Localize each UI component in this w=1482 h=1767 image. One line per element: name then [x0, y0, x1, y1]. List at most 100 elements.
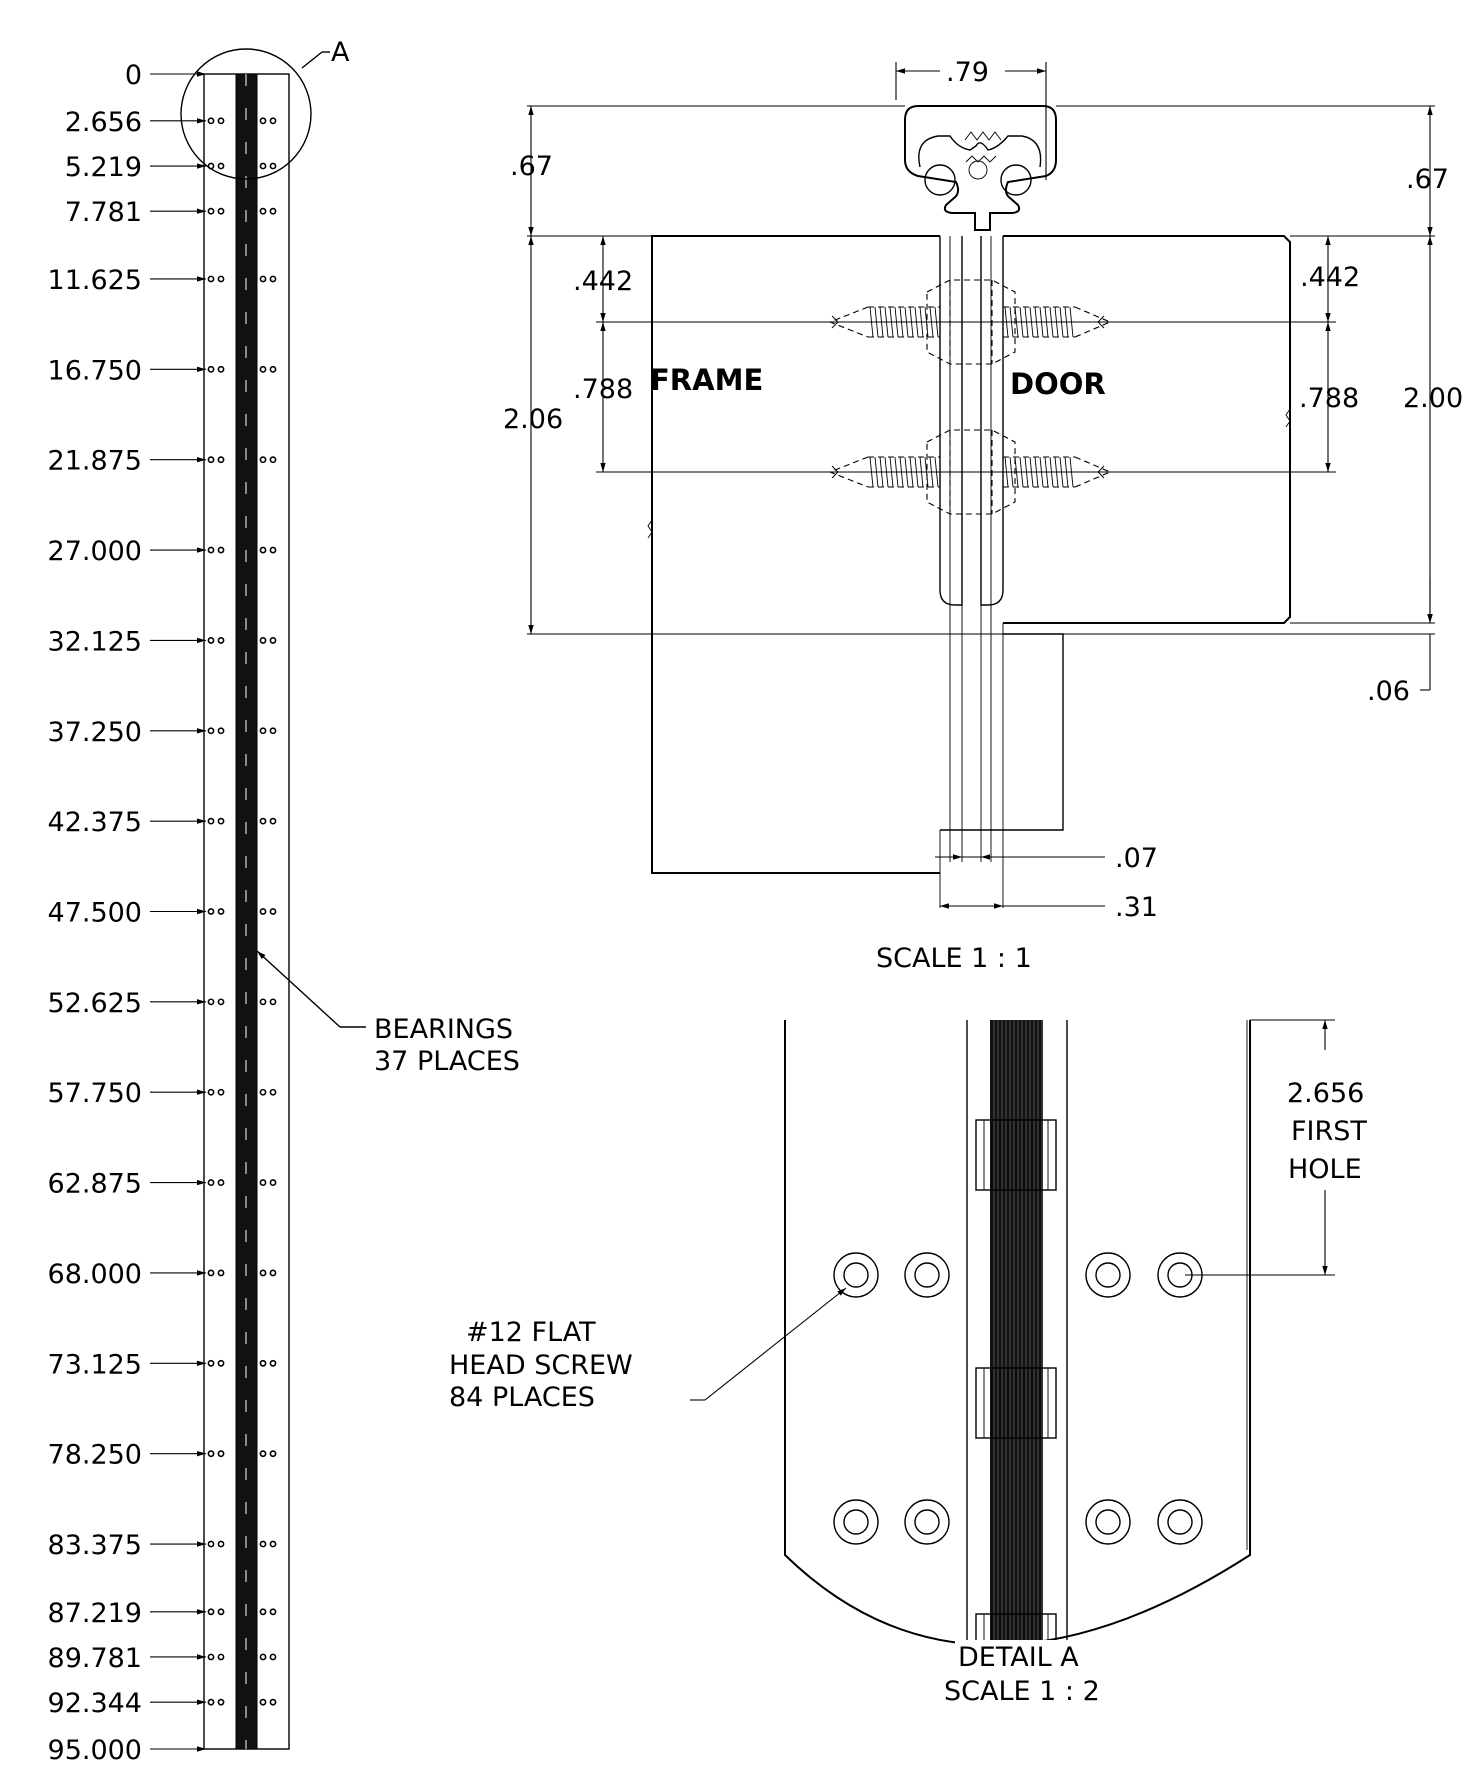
screw-hole [259, 1450, 267, 1458]
screw-hole [269, 207, 277, 215]
detail-title: DETAIL A [958, 1642, 1079, 1673]
screw-hole [207, 117, 215, 125]
station-label: 21.875 [48, 446, 142, 477]
screw-hole [207, 998, 215, 1006]
station-label: 42.375 [48, 807, 142, 838]
screw-hole [259, 1698, 267, 1706]
screw-hole [207, 1540, 215, 1548]
screw-hole [217, 546, 225, 554]
knuckle-profile [904, 105, 1057, 231]
detail-a-leader [301, 51, 323, 69]
bearings-count: 37 PLACES [374, 1046, 520, 1077]
screw-hole [259, 1269, 267, 1277]
screw-hole [269, 546, 277, 554]
detail-a-callout: A [331, 37, 350, 68]
bearing-leader [256, 950, 341, 1028]
bearings-label: BEARINGS [374, 1014, 513, 1045]
dim-200-value: 2.00 [1403, 383, 1463, 414]
screw-hole [217, 275, 225, 283]
screw-hole [259, 908, 267, 915]
station-label: 92.344 [48, 1688, 142, 1719]
screw-hole [259, 727, 267, 735]
bearing-texture [983, 1120, 1049, 1644]
station-dimensions: 02.6565.2197.78111.62516.75021.87527.000… [48, 60, 206, 1766]
screw-hole [259, 456, 267, 464]
screw-hole [207, 908, 215, 915]
hinge-elevation-view: 02.6565.2197.78111.62516.75021.87527.000… [48, 37, 520, 1766]
screw-hole [269, 162, 277, 170]
screw-hole [217, 207, 225, 215]
screw-hole [269, 456, 277, 464]
screw-hole [217, 1088, 225, 1096]
screw-hole-inner [843, 1509, 869, 1535]
screw-tip [831, 315, 1105, 329]
screw-hole-inner [1095, 1262, 1121, 1288]
screw-hole [269, 1359, 277, 1367]
screw-hole [217, 1540, 225, 1548]
dim-067-right-value: .67 [1406, 164, 1449, 195]
station-label: 83.375 [48, 1530, 142, 1561]
screw-hole-outer [904, 1252, 950, 1298]
frame-web [939, 236, 963, 606]
screw-note-3: 84 PLACES [449, 1382, 595, 1413]
station-label: 89.781 [48, 1643, 142, 1674]
screw-head [926, 279, 1016, 365]
screw-hole [259, 1179, 267, 1186]
station-label: 62.875 [48, 1169, 142, 1200]
screw-section [820, 279, 1120, 365]
screw-hole [207, 1653, 215, 1661]
screw-sections [820, 279, 1120, 515]
frame-leaf [651, 235, 940, 874]
screw-hole-inner [914, 1509, 940, 1535]
first-hole-value: 2.656 [1287, 1078, 1364, 1109]
frame-label: FRAME [650, 363, 763, 397]
dim-031-value: .31 [1115, 892, 1158, 923]
screw-hole [207, 546, 215, 554]
screw-hole [269, 1698, 277, 1706]
screw-hole [207, 637, 215, 644]
frame-leaf-step [940, 633, 1064, 831]
screw-holes [207, 117, 277, 1706]
screw-hole [259, 1540, 267, 1548]
screw-hole [217, 1450, 225, 1458]
station-label: 95.000 [48, 1735, 142, 1766]
screw-hole [269, 908, 277, 915]
screw-hole [217, 1608, 225, 1616]
screw-hole [259, 1088, 267, 1096]
screw-hole [269, 1269, 277, 1277]
hinge-knuckle [235, 73, 258, 1750]
station-label: 73.125 [48, 1349, 142, 1380]
screw-hole-outer [1157, 1499, 1203, 1545]
screw-hole-outer [833, 1252, 879, 1298]
screw-note-2: HEAD SCREW [449, 1350, 633, 1381]
dim-006-value: .06 [1367, 676, 1410, 707]
knuckle-inner-profile [918, 135, 1042, 168]
screw-hole [217, 1698, 225, 1706]
station-label: 0 [125, 60, 142, 91]
screw-hole [269, 1608, 277, 1616]
screw-hole [259, 1359, 267, 1367]
screw-hole [259, 998, 267, 1006]
screw-hole [269, 1179, 277, 1186]
screw-hole [217, 817, 225, 825]
station-label: 87.219 [48, 1598, 142, 1629]
screw-hole [207, 456, 215, 464]
screw-hole [217, 1359, 225, 1367]
screw-hole [269, 817, 277, 825]
screw-hole [269, 727, 277, 735]
screw-hole [207, 1088, 215, 1096]
screw-hole-inner [843, 1262, 869, 1288]
detail-scale: SCALE 1 : 2 [944, 1676, 1100, 1707]
dim-0788-right-value: .788 [1299, 383, 1359, 414]
station-label: 27.000 [48, 536, 142, 567]
screw-hole-inner [1095, 1509, 1121, 1535]
screw-hole [259, 1608, 267, 1616]
knuckle-texture [993, 1020, 1043, 1640]
screw-hole [259, 1653, 267, 1661]
screw-hole [207, 1179, 215, 1186]
detail-a-circle [180, 48, 312, 180]
screw-hole-inner [914, 1262, 940, 1288]
screw-hole [217, 637, 225, 644]
dim-007-value: .07 [1115, 843, 1158, 874]
